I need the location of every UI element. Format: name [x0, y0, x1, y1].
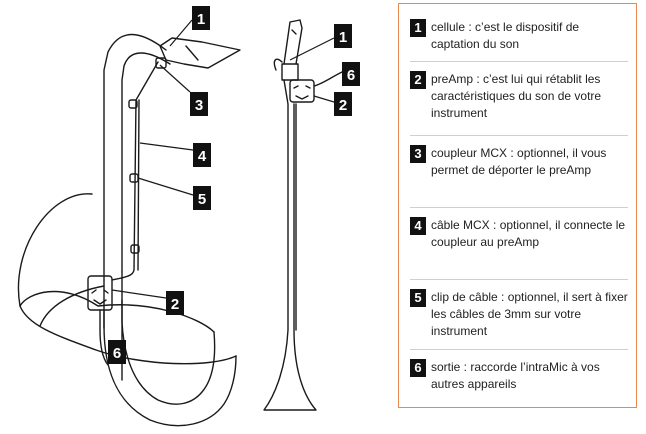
legend-text-2: preAmp : c’est lui qui rétablit les cara… — [431, 72, 602, 120]
legend-divider — [410, 135, 628, 136]
legend-text-6: sortie : raccorde l’intraMic à vos autre… — [431, 360, 600, 391]
tag-2-saxophone: 2 — [166, 291, 184, 315]
tag-3-saxophone: 3 — [190, 92, 208, 116]
svg-text:1: 1 — [197, 11, 205, 28]
tag-4-saxophone: 4 — [193, 143, 211, 167]
legend-text-3: coupleur MCX : optionnel, il vous permet… — [431, 146, 607, 177]
legend-number-1: 1 — [410, 19, 426, 37]
legend-divider — [410, 207, 628, 208]
tag-1-saxophone: 1 — [192, 6, 210, 30]
legend-number-2: 2 — [410, 71, 426, 89]
legend-number-6: 6 — [410, 359, 426, 377]
legend-number-4: 4 — [410, 217, 426, 235]
svg-text:6: 6 — [347, 67, 355, 84]
legend-divider — [410, 61, 628, 62]
tag-1-clarinet: 1 — [334, 24, 352, 48]
clarinet-drawing — [263, 19, 343, 411]
leader-lines — [111, 19, 335, 299]
tag-6-saxophone: 6 — [108, 340, 126, 364]
svg-text:6: 6 — [113, 345, 121, 362]
tag-6-clarinet: 6 — [342, 62, 360, 86]
svg-text:3: 3 — [195, 97, 203, 114]
legend-number-3: 3 — [410, 145, 426, 163]
svg-text:4: 4 — [198, 148, 207, 165]
svg-text:2: 2 — [339, 97, 347, 114]
tag-2-clarinet: 2 — [334, 92, 352, 116]
tag-5-saxophone: 5 — [193, 186, 211, 210]
legend-number-5: 5 — [410, 289, 426, 307]
legend-text-4: câble MCX : optionnel, il connecte le co… — [431, 218, 626, 249]
legend-divider — [410, 349, 628, 350]
svg-text:2: 2 — [171, 296, 179, 313]
legend-text-1: cellule : c’est le dispositif de captati… — [431, 20, 580, 51]
svg-text:5: 5 — [198, 191, 206, 208]
legend-divider — [410, 279, 628, 280]
legend-text-5: clip de câble : optionnel, il sert à fix… — [431, 290, 628, 338]
legend-panel: 1 cellule : c’est le dispositif de capta… — [398, 3, 637, 408]
saxophone-drawing — [17, 34, 241, 427]
svg-text:1: 1 — [339, 29, 347, 46]
